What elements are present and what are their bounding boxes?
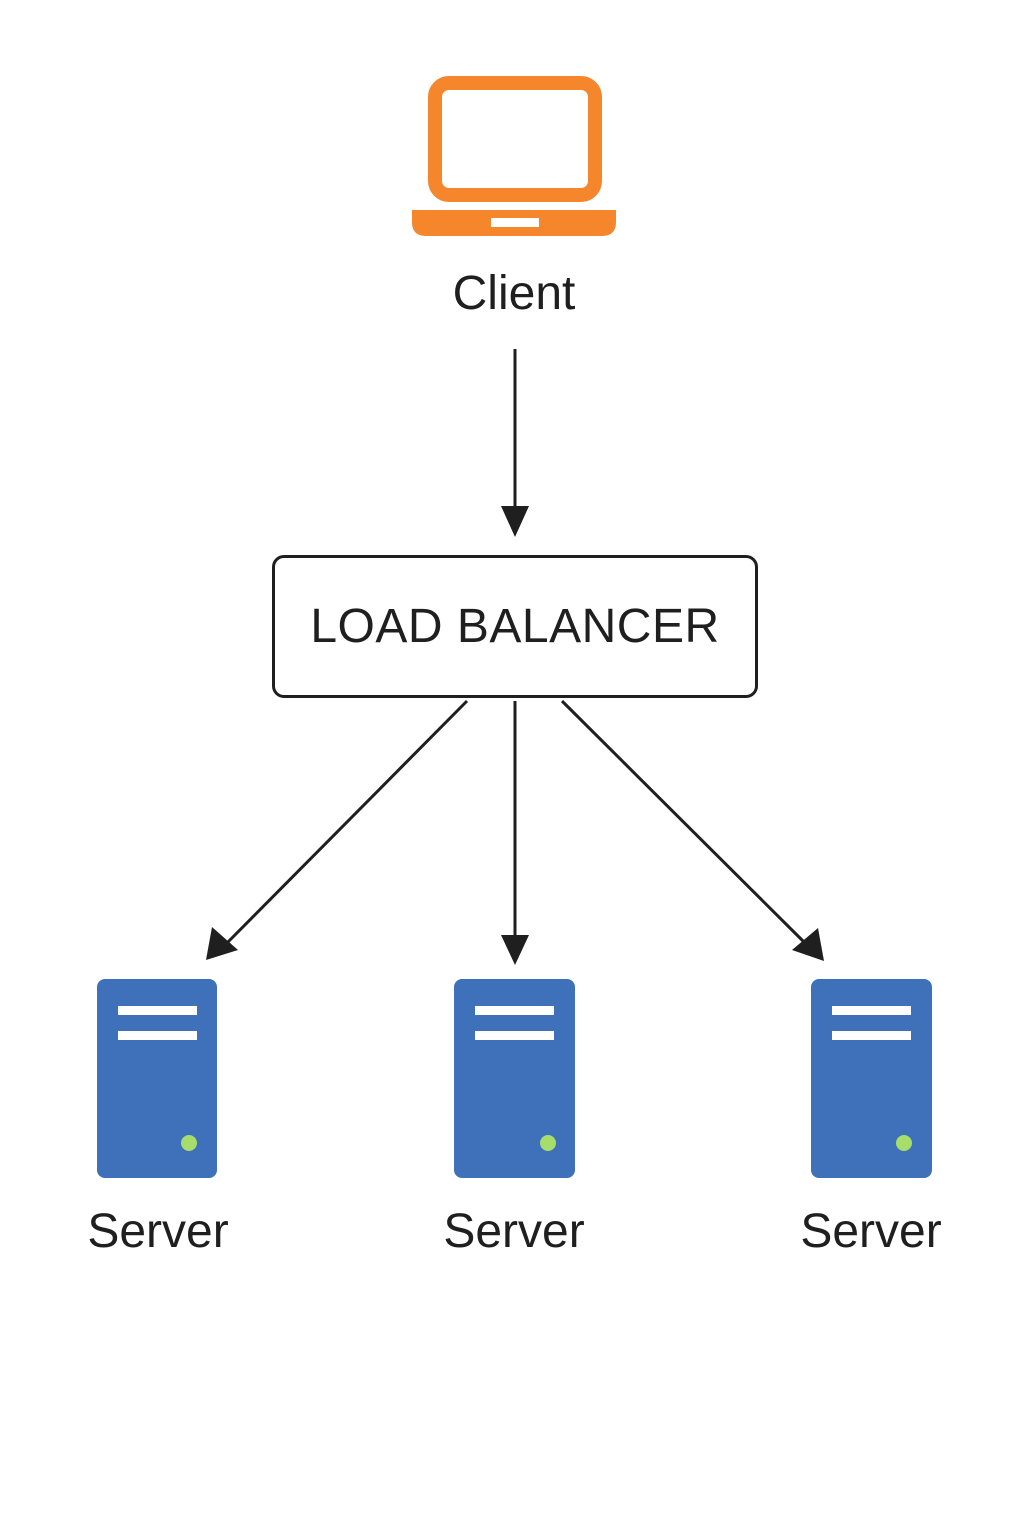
server-icon (97, 979, 217, 1178)
arrow-lb-to-server-2 (501, 701, 529, 965)
server-label: Server (443, 1205, 585, 1258)
server-label: Server (87, 1205, 229, 1258)
arrow-lb-to-server-3 (560, 699, 824, 961)
server-icon (454, 979, 575, 1178)
server-label: Server (800, 1205, 942, 1258)
server-icon (811, 979, 932, 1178)
arrow-client-to-lb (501, 349, 529, 537)
client-label: Client (452, 267, 576, 320)
load-balancer-label: LOAD BALANCER (310, 599, 720, 653)
arrow-lb-to-server-1 (206, 699, 469, 960)
load-balancer-box: LOAD BALANCER (272, 555, 758, 698)
